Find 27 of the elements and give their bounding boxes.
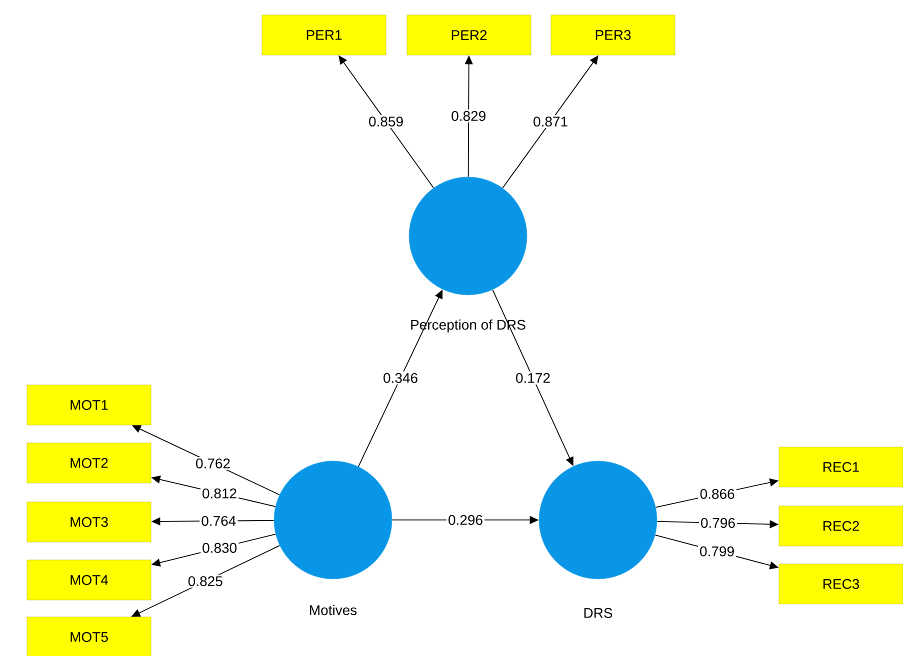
- indicator-box: MOT1: [26, 384, 152, 426]
- node-label: DRS: [584, 608, 612, 618]
- edge-label: 0.866: [698, 487, 736, 500]
- edge-label: 0.796: [698, 516, 737, 530]
- node-label: Motives: [310, 604, 357, 616]
- edge-label: 0.296: [446, 514, 485, 526]
- edge-label: 0.812: [200, 487, 238, 500]
- indicator-box: MOT4: [26, 560, 152, 600]
- indicator-box: MOT5: [26, 616, 152, 656]
- edge-label: 0.172: [514, 372, 552, 384]
- indicator-box: REC1: [778, 446, 903, 488]
- edge-label: 0.764: [200, 514, 238, 528]
- indicator-box: PER2: [406, 14, 532, 56]
- edge-label: 0.346: [382, 372, 420, 384]
- indicator-box: PER3: [550, 14, 676, 56]
- edge-label: 0.830: [200, 541, 239, 554]
- edge-label: 0.825: [186, 574, 224, 588]
- edge-label: 0.871: [532, 115, 570, 128]
- indicator-box: MOT2: [26, 442, 152, 484]
- indicator-box: MOT3: [26, 502, 152, 542]
- indicator-box: PER1: [262, 14, 386, 56]
- edge-label: 0.859: [366, 115, 406, 128]
- edge-label: 0.762: [194, 457, 232, 470]
- edge-label: 0.829: [450, 110, 488, 122]
- edge-label: 0.799: [698, 544, 736, 558]
- indicator-box: REC2: [778, 506, 903, 546]
- indicator-box: REC3: [778, 564, 903, 604]
